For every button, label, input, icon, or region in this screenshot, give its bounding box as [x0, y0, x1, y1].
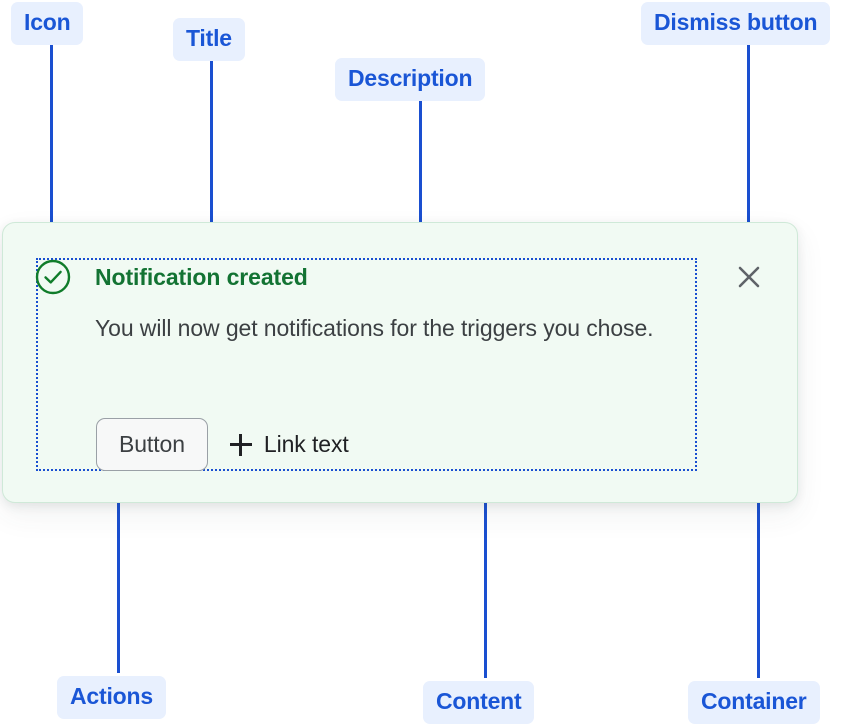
leader-line-title — [210, 56, 213, 266]
notification-content-region — [36, 258, 697, 471]
notification-description: You will now get notifications for the t… — [95, 315, 654, 341]
annotation-label-container: Container — [688, 681, 820, 724]
annotation-label-content: Content — [423, 681, 535, 724]
action-link[interactable]: Link text — [229, 431, 349, 458]
annotation-label-icon: Icon — [11, 2, 84, 45]
dismiss-button[interactable] — [731, 260, 767, 296]
action-link-label: Link text — [263, 431, 349, 457]
notification-actions: Button Link text — [96, 418, 349, 471]
leader-line-container — [757, 473, 760, 678]
annotation-label-title: Title — [173, 18, 245, 61]
annotation-label-dismiss: Dismiss button — [641, 2, 831, 45]
check-circle-icon — [35, 259, 71, 295]
annotation-label-actions: Actions — [57, 676, 166, 719]
leader-line-content — [484, 473, 487, 678]
leader-line-actions — [117, 468, 120, 673]
leader-line-dismiss — [747, 40, 750, 250]
close-icon — [736, 264, 762, 293]
annotation-label-description: Description — [335, 58, 486, 101]
plus-icon — [229, 433, 252, 456]
leader-line-icon — [50, 40, 53, 250]
leader-line-description — [419, 97, 422, 305]
action-button[interactable]: Button — [96, 418, 208, 471]
notification-title: Notification created — [95, 264, 308, 290]
